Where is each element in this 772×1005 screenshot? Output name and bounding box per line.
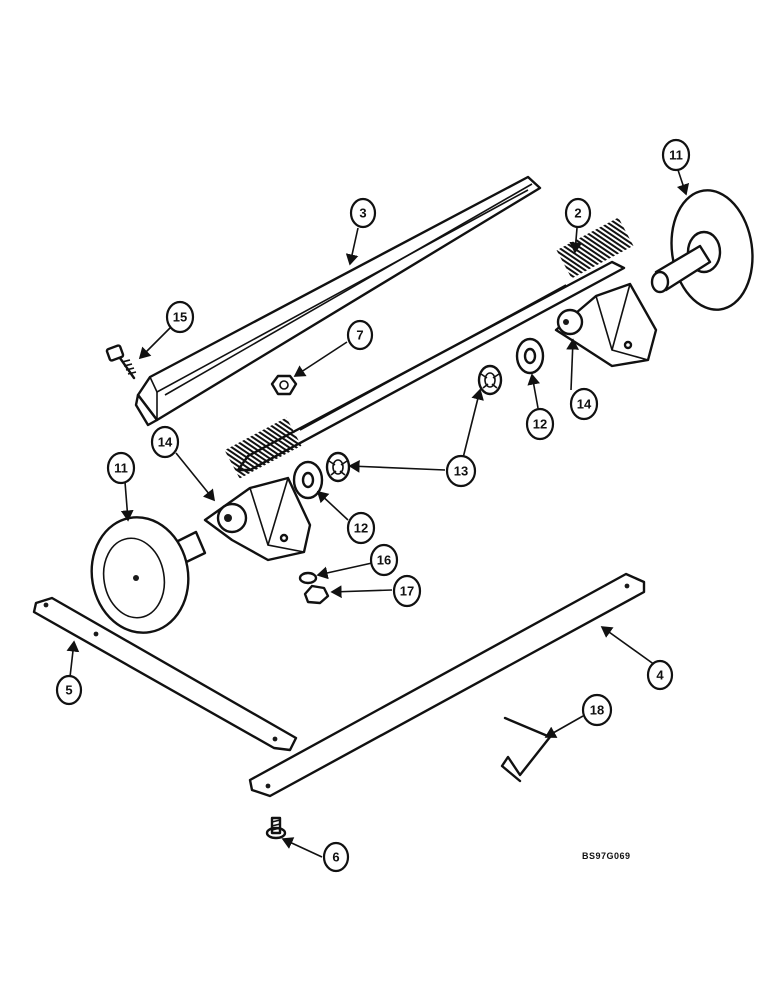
nut: [270, 374, 298, 396]
figure-code: BS97G069: [582, 851, 631, 861]
callout-15: 15: [165, 300, 195, 334]
svg-text:11: 11: [669, 148, 683, 163]
callout-12-lower: 12: [346, 511, 376, 545]
leader-lines: [66, 169, 690, 858]
small-washer: [298, 571, 318, 585]
wheel-right: [650, 189, 754, 311]
callout-12-upper: 12: [525, 407, 555, 441]
bracket-right: [554, 282, 658, 368]
svg-text:2: 2: [574, 206, 581, 221]
svg-text:4: 4: [656, 668, 664, 683]
svg-text:7: 7: [356, 328, 363, 343]
wheel-left: [90, 516, 207, 634]
callout-14-left: 14: [150, 425, 180, 459]
washer-upper: [515, 337, 545, 375]
callout-2: 2: [564, 197, 592, 229]
small-nut: [303, 584, 330, 605]
svg-text:6: 6: [332, 850, 339, 865]
bottom-screw: [265, 816, 287, 840]
svg-text:12: 12: [354, 521, 368, 536]
flat-bar-left: [32, 596, 298, 752]
svg-text:17: 17: [400, 584, 414, 599]
callout-4: 4: [646, 659, 674, 691]
svg-text:18: 18: [590, 703, 604, 718]
svg-text:14: 14: [577, 397, 592, 412]
svg-text:13: 13: [454, 464, 468, 479]
callout-5: 5: [55, 674, 83, 706]
callout-7: 7: [346, 319, 374, 351]
svg-text:12: 12: [533, 417, 547, 432]
callout-11-left: 11: [106, 451, 136, 485]
callout-6: 6: [322, 841, 350, 873]
brush-strip: [224, 217, 634, 479]
callout-16: 16: [369, 543, 399, 577]
screw: [105, 344, 137, 380]
wire-clip: [500, 716, 552, 783]
svg-text:3: 3: [359, 206, 366, 221]
svg-text:15: 15: [173, 310, 187, 325]
svg-text:14: 14: [158, 435, 173, 450]
lock-washer-upper: [477, 364, 503, 396]
svg-text:16: 16: [377, 553, 391, 568]
flat-bar-right: [248, 572, 646, 798]
callout-3: 3: [349, 197, 377, 229]
callout-17: 17: [392, 574, 422, 608]
lock-washer-lower: [325, 451, 351, 483]
callout-18: 18: [581, 693, 613, 727]
bracket-left: [203, 476, 312, 562]
washer-lower: [292, 460, 324, 500]
callout-14-right: 14: [569, 387, 599, 421]
rail-strip: [134, 175, 542, 427]
svg-text:5: 5: [65, 683, 72, 698]
callout-13: 13: [445, 454, 477, 488]
callout-11-right: 11: [661, 138, 691, 172]
svg-text:11: 11: [114, 461, 128, 476]
